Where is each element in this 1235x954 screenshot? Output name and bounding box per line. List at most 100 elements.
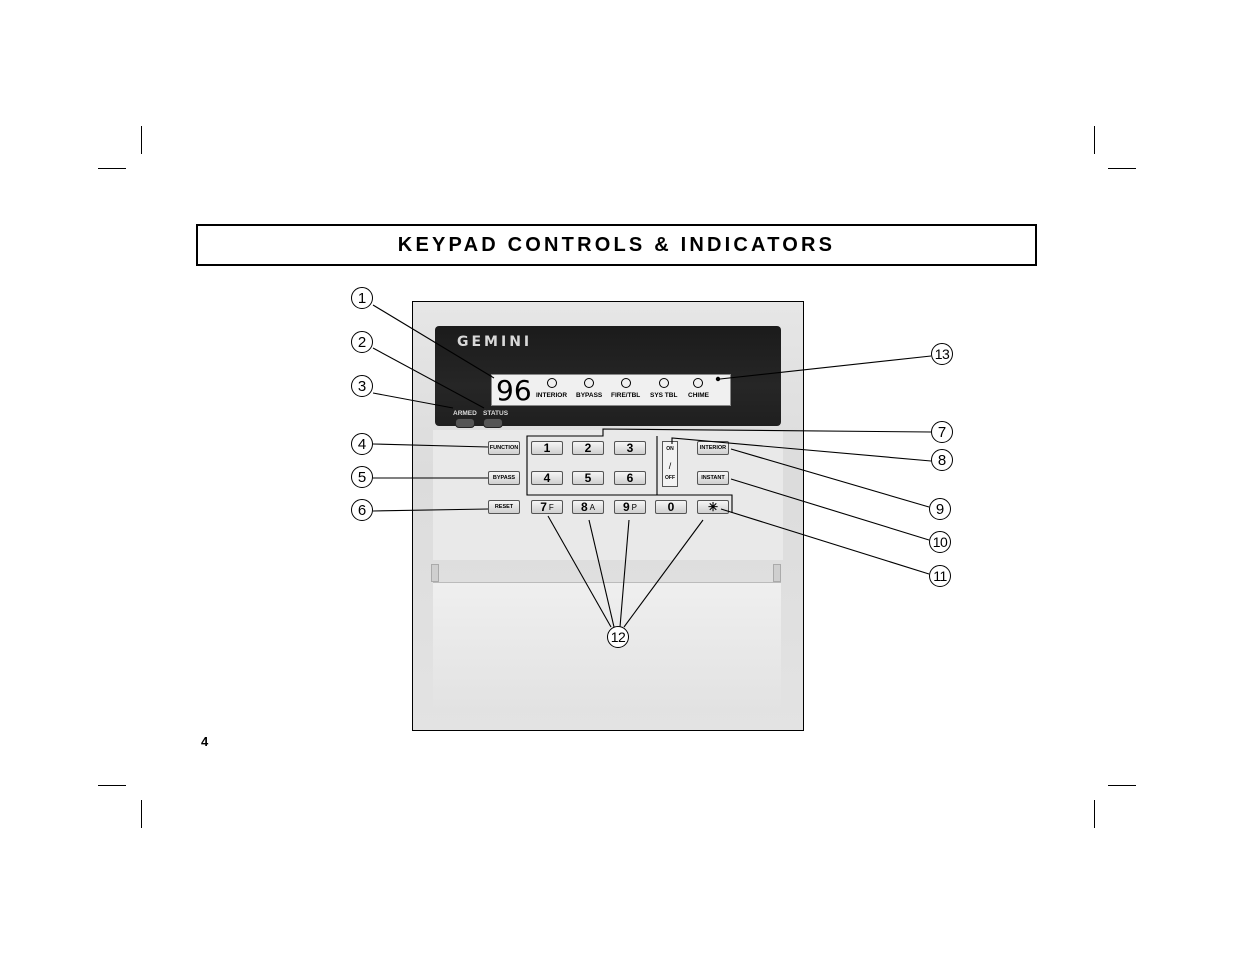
function-key-label: FUNCTION <box>489 445 519 451</box>
leader-line-3 <box>372 392 454 409</box>
led-icon <box>620 378 631 388</box>
leader-line-13 <box>719 355 932 380</box>
brand-logo: GEMINI <box>457 334 533 350</box>
section-title-box: KEYPAD CONTROLS & INDICATORS <box>196 224 1037 266</box>
callout-11: 11 <box>929 565 951 587</box>
section-title: KEYPAD CONTROLS & INDICATORS <box>397 233 836 256</box>
callout-13: 13 <box>931 343 953 365</box>
crop-mark <box>1094 126 1095 154</box>
key-2[interactable]: 2 <box>572 441 604 455</box>
instant-key[interactable]: INSTANT <box>697 471 729 485</box>
key-7-label: 7 <box>540 500 547 514</box>
led-label: INTERIOR <box>536 392 568 399</box>
key-0-label: 0 <box>667 500 675 514</box>
key-1-label: 1 <box>543 441 551 455</box>
callout-2: 2 <box>351 331 373 353</box>
star-icon: ✳ <box>707 500 719 514</box>
leader-line-10 <box>730 478 930 541</box>
keypad-door <box>433 582 781 713</box>
instant-key-label: INSTANT <box>701 475 725 481</box>
callout-7: 7 <box>931 421 953 443</box>
armed-label: ARMED <box>453 410 477 417</box>
door-hinge <box>431 564 439 582</box>
key-5-label: 5 <box>584 471 592 485</box>
bypass-key-label: BYPASS <box>492 475 516 481</box>
leader-line-12c <box>619 519 630 628</box>
led-icon <box>584 378 595 388</box>
crop-mark <box>1108 785 1136 786</box>
key-3-label: 3 <box>626 441 634 455</box>
leader-line-12a <box>547 515 612 628</box>
callout-10: 10 <box>929 531 951 553</box>
star-key[interactable]: ✳ <box>697 500 729 514</box>
led-label: SYS TBL <box>650 392 678 399</box>
crop-mark <box>98 785 126 786</box>
reset-key[interactable]: RESET <box>488 500 520 514</box>
key-8-sublabel: A <box>589 502 596 512</box>
callout-12: 12 <box>607 626 629 648</box>
lcd-display: 96 INTERIOR BYPASS FIRE/TBL SYS TBL CHIM… <box>491 374 731 407</box>
led-icon <box>658 378 669 388</box>
switch-slash-icon: / <box>668 461 672 471</box>
crop-mark <box>141 800 142 828</box>
crop-mark <box>98 168 126 169</box>
callout-4: 4 <box>351 433 373 455</box>
key-9-sublabel: P <box>631 502 638 512</box>
leader-line-9 <box>730 448 930 508</box>
led-icon <box>693 378 704 388</box>
crop-mark <box>141 126 142 154</box>
leader-line-1 <box>372 304 495 379</box>
key-4[interactable]: 4 <box>531 471 563 485</box>
status-label: STATUS <box>483 410 509 417</box>
chime-on-off-switch[interactable]: ON / OFF <box>662 441 678 487</box>
page-number: 4 <box>201 734 209 749</box>
callout-3: 3 <box>351 375 373 397</box>
led-bypass: BYPASS <box>576 378 602 399</box>
armed-indicator <box>455 418 475 428</box>
callout-5: 5 <box>351 466 373 488</box>
leader-line-12d <box>623 519 704 628</box>
function-key[interactable]: FUNCTION <box>488 441 520 455</box>
leader-line-2 <box>372 347 485 409</box>
key-3[interactable]: 3 <box>614 441 646 455</box>
bypass-key[interactable]: BYPASS <box>488 471 520 485</box>
led-label: BYPASS <box>576 392 603 399</box>
led-sys-tbl: SYS TBL <box>650 378 677 399</box>
leader-dot-13 <box>715 376 721 382</box>
key-8-label: 8 <box>580 500 588 514</box>
keypad-display-housing: GEMINI 96 INTERIOR BYPASS FIRE/TBL SYS T… <box>435 326 781 428</box>
led-label: FIRE/TBL <box>611 392 641 399</box>
key-5[interactable]: 5 <box>572 471 604 485</box>
callout-9: 9 <box>929 498 951 520</box>
key-7-sublabel: F <box>548 502 554 512</box>
led-fire: FIRE/TBL <box>611 378 640 399</box>
leader-line-12b <box>588 519 615 628</box>
leader-line-8 <box>671 437 932 462</box>
zone-digits: 96 <box>496 374 532 407</box>
led-chime: CHIME <box>688 378 709 399</box>
switch-off-label: OFF <box>665 475 675 481</box>
callout-1: 1 <box>351 287 373 309</box>
status-indicator <box>483 418 503 428</box>
door-hinge <box>773 564 781 582</box>
key-0[interactable]: 0 <box>655 500 687 514</box>
key-6-label: 6 <box>626 471 634 485</box>
interior-key-label: INTERIOR <box>699 445 727 451</box>
leader-line-6 <box>372 508 489 512</box>
key-1[interactable]: 1 <box>531 441 563 455</box>
crop-mark <box>1108 168 1136 169</box>
callout-8: 8 <box>931 449 953 471</box>
key-4-label: 4 <box>543 471 551 485</box>
leader-line-7 <box>526 428 932 513</box>
crop-mark <box>1094 800 1095 828</box>
leader-line-4 <box>372 443 489 448</box>
switch-on-label: ON <box>666 446 674 452</box>
key-2-label: 2 <box>584 441 592 455</box>
key-6[interactable]: 6 <box>614 471 646 485</box>
key-9-label: 9 <box>622 500 630 514</box>
keypad-photo: GEMINI 96 INTERIOR BYPASS FIRE/TBL SYS T… <box>412 301 804 731</box>
